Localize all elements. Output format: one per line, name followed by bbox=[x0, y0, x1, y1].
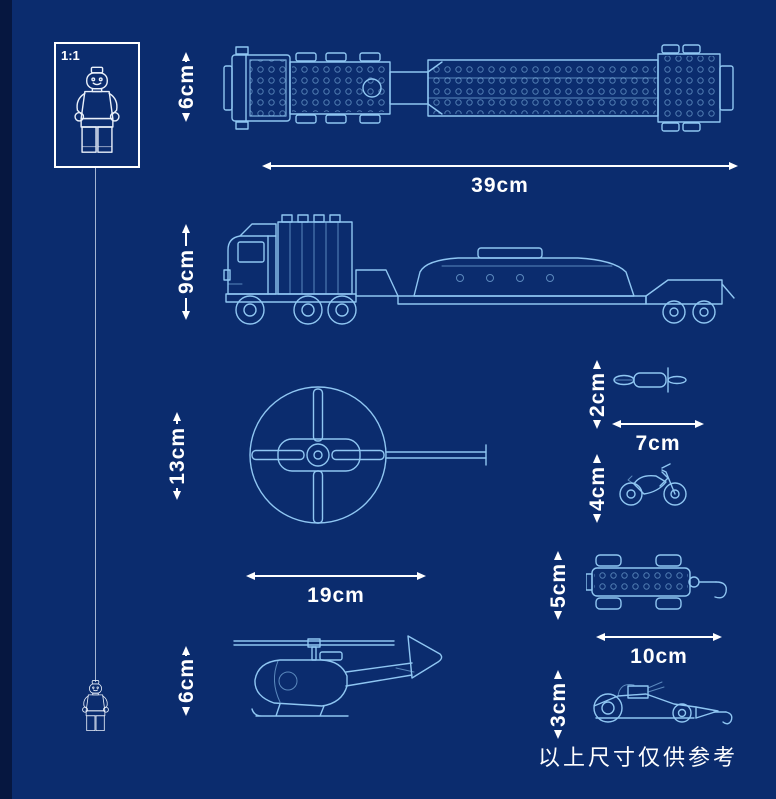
scale-thread-line bbox=[95, 168, 96, 682]
arrow-up-icon bbox=[554, 551, 562, 560]
dim-label-truck-top-height: 6cm bbox=[174, 64, 198, 110]
truck-trailer-top-view-drawing bbox=[223, 44, 734, 132]
helicopter-side-view-drawing bbox=[233, 635, 443, 717]
dim-label-helicopter-length: 19cm bbox=[307, 584, 365, 607]
arrow-left-icon bbox=[596, 633, 605, 641]
dim-helicopter-length: 19cm bbox=[246, 572, 426, 608]
arrow-down-icon bbox=[554, 611, 562, 621]
arrow-down-icon bbox=[182, 113, 190, 122]
arrow-left-icon bbox=[246, 572, 255, 580]
dim-label-helicopter-side-height: 6cm bbox=[174, 658, 198, 704]
arrow-right-icon bbox=[729, 162, 738, 170]
motorcycle-side-view-drawing bbox=[619, 463, 687, 506]
arrow-right-icon bbox=[417, 572, 426, 580]
dim-helicopter-side-height: 6cm bbox=[171, 646, 201, 716]
dim-label-buggy-top-height: 5cm bbox=[546, 563, 570, 609]
dim-rotor-diameter: 13cm bbox=[162, 412, 192, 500]
dim-motorcycle-side-height: 4cm bbox=[582, 454, 612, 524]
arrow-right-icon bbox=[713, 633, 722, 641]
arrow-up-icon bbox=[593, 360, 601, 369]
dim-label-motorcycle-side-height: 4cm bbox=[585, 466, 609, 512]
footer-note: 以上尺寸仅供参考 bbox=[538, 745, 739, 770]
dim-label-motorcycle-top-height: 2cm bbox=[585, 372, 609, 418]
arrow-left-icon bbox=[262, 162, 271, 170]
arrow-down-icon bbox=[182, 311, 190, 320]
arrow-up-icon bbox=[182, 224, 190, 233]
page-edge-strip bbox=[0, 0, 12, 799]
racer-side-view-drawing bbox=[593, 681, 733, 725]
dim-racer-side-height: 3cm bbox=[543, 670, 573, 740]
dim-label-rotor-diameter: 13cm bbox=[165, 427, 189, 485]
arrow-up-icon bbox=[593, 454, 601, 463]
dim-label-truck-length: 39cm bbox=[471, 174, 529, 197]
dim-truck-top-height: 6cm bbox=[171, 52, 201, 122]
dim-label-buggy-length: 10cm bbox=[630, 645, 688, 668]
scale-label: 1:1 bbox=[61, 48, 80, 63]
arrow-down-icon bbox=[593, 514, 601, 524]
scale-box: 1:1 bbox=[54, 42, 140, 168]
dim-buggy-length: 10cm bbox=[596, 633, 722, 669]
mini-minifigure-icon bbox=[79, 680, 112, 740]
arrow-left-icon bbox=[612, 420, 621, 428]
dim-motorcycle-length: 7cm bbox=[612, 420, 704, 456]
motorcycle-top-view-drawing bbox=[613, 367, 687, 393]
rotor-top-view-drawing bbox=[249, 386, 487, 524]
arrow-up-icon bbox=[182, 52, 190, 61]
arrow-up-icon bbox=[173, 412, 181, 421]
dim-label-racer-side-height: 3cm bbox=[546, 682, 570, 728]
minifigure-icon bbox=[74, 66, 120, 153]
dim-motorcycle-top-height: 2cm bbox=[582, 360, 612, 430]
buggy-top-view-drawing bbox=[586, 554, 727, 610]
dim-label-truck-side-height: 9cm bbox=[174, 249, 198, 295]
arrow-up-icon bbox=[182, 646, 190, 655]
dim-truck-length: 39cm bbox=[262, 162, 738, 198]
dim-truck-side-height: 9cm bbox=[171, 224, 201, 320]
arrow-down-icon bbox=[173, 491, 181, 500]
arrow-up-icon bbox=[554, 670, 562, 679]
dim-buggy-top-height: 5cm bbox=[543, 551, 573, 621]
arrow-right-icon bbox=[695, 420, 704, 428]
arrow-down-icon bbox=[554, 730, 562, 740]
truck-trailer-side-view-drawing bbox=[223, 214, 735, 325]
arrow-down-icon bbox=[182, 707, 190, 716]
dim-label-motorcycle-length: 7cm bbox=[635, 432, 681, 455]
arrow-down-icon bbox=[593, 420, 601, 430]
